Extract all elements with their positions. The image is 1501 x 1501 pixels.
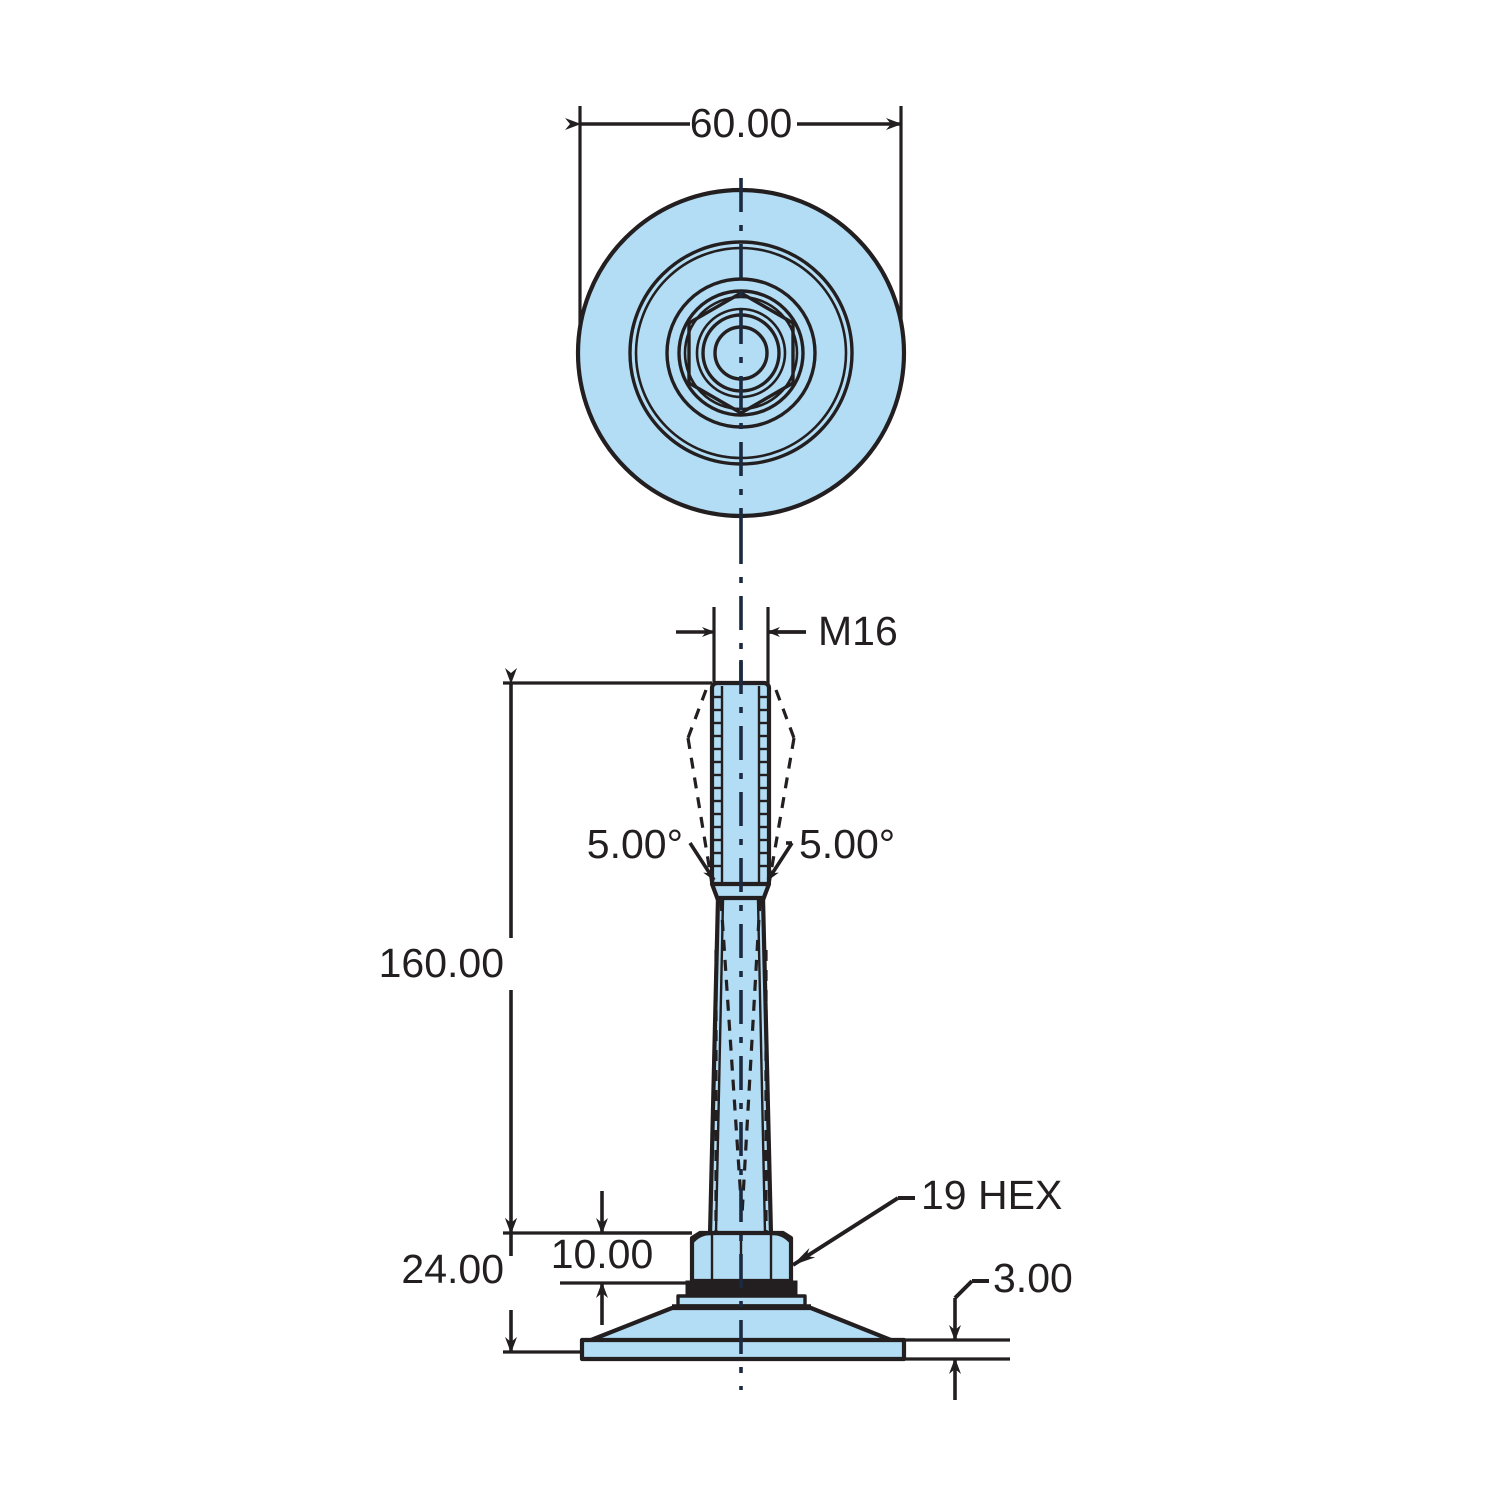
dim-pad-thickness-text: 3.00 <box>993 1255 1073 1301</box>
dim-stem-length-group: 160.00 <box>379 668 712 1235</box>
dim-taper-left-text: 5.00° <box>587 821 683 867</box>
top-view-group <box>575 178 907 530</box>
hex-callout-leader <box>791 1196 900 1267</box>
dim-hex-height-text: 10.00 <box>551 1231 654 1277</box>
hex-chamfer-arc-left <box>690 1232 713 1244</box>
taper-ref-right-lower <box>767 737 796 885</box>
base-pad-plate <box>579 1337 907 1362</box>
dim-taper-right-text: 5.00° <box>799 821 895 867</box>
taper-left-leader <box>688 842 716 881</box>
dim-pad-thickness-group: 3.00 <box>904 1255 1073 1400</box>
dim-thread-spec-text: M16 <box>818 608 898 654</box>
hex-chamfer-arc-right <box>770 1232 793 1244</box>
dim-taper-left-group: 5.00° <box>587 821 716 881</box>
shank-inner-line-right <box>756 899 767 1234</box>
taper-right-leader <box>766 842 794 881</box>
threaded-stem-upper <box>709 680 772 889</box>
callout-hex-size-group: 19 HEX <box>791 1172 1062 1267</box>
dim-hex-height-group: 10.00 <box>551 1191 700 1325</box>
dim-taper-right-group: 5.00° <box>766 821 895 881</box>
internal-bore-left <box>719 899 744 1216</box>
dim-pad-diameter-group: 60.00 <box>565 100 903 358</box>
callout-hex-size-text: 19 HEX <box>921 1172 1062 1218</box>
thread-hatch-right <box>759 695 768 868</box>
front-view-group <box>579 660 907 1390</box>
taper-ref-left-upper <box>686 689 708 739</box>
dim-base-height-group: 24.00 <box>401 1218 580 1354</box>
taper-ref-left-lower <box>686 737 714 885</box>
dim-stem-length-text: 160.00 <box>379 940 504 986</box>
taper-ref-right-upper <box>774 689 796 739</box>
dim-pad-diameter-text: 60.00 <box>690 100 793 146</box>
hex-nut-polygon <box>687 291 795 415</box>
internal-bore-right <box>740 899 762 1216</box>
pad-thickness-leader <box>953 1279 974 1300</box>
thread-hatch-left <box>713 695 722 868</box>
dim-thread-spec-group: M16 <box>676 607 898 690</box>
dim-base-height-text: 24.00 <box>401 1246 504 1292</box>
